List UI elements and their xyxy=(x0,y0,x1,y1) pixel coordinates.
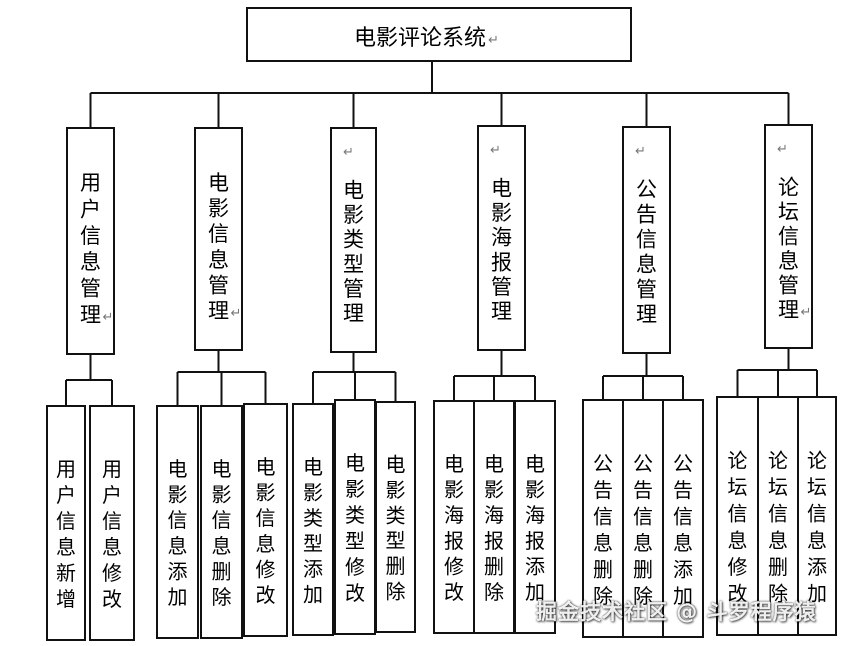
root-return-mark: ↵ xyxy=(488,33,499,48)
leaf-node: 电影信息修改 xyxy=(243,403,288,637)
leaf-box xyxy=(473,400,515,634)
watermark: 掘金技术社区 @ 斗罗程序猿 xyxy=(536,600,817,624)
module-node: 用户信息管理↵ xyxy=(66,127,115,355)
leaf-box xyxy=(200,405,243,639)
leaf-box xyxy=(797,396,837,636)
leaf-box xyxy=(334,399,376,635)
leaf-node: 电影海报修改 xyxy=(433,400,475,634)
leaf-box xyxy=(375,401,416,633)
module-label: 电影类型管理 xyxy=(343,178,364,325)
leaf-node: 用户信息新增 xyxy=(46,405,86,641)
leaf-node: 公告信息删除 xyxy=(582,399,624,638)
leaf-label: 公告信息删除 xyxy=(633,451,653,608)
module-leading-return-mark: ↵ xyxy=(777,142,788,157)
leaf-node: 电影类型删除 xyxy=(375,401,416,633)
module-node: 电影类型管理 ↵ xyxy=(330,127,377,353)
leaf-label: 用户信息修改 xyxy=(102,457,122,611)
module-box xyxy=(66,127,115,355)
leaf-node: 电影信息删除 xyxy=(200,405,243,639)
leaf-label: 电影信息添加 xyxy=(168,457,188,609)
leaf-node: 电影类型添加 xyxy=(292,403,334,636)
leaf-box xyxy=(662,399,704,638)
leaf-label: 电影海报删除 xyxy=(484,452,504,604)
leaf-box xyxy=(757,396,799,636)
leaf-node: 电影海报添加 xyxy=(514,400,556,634)
leaf-box xyxy=(243,403,288,637)
module-box xyxy=(330,127,377,353)
leaf-label: 电影海报添加 xyxy=(525,452,545,604)
leaf-node: 电影信息添加 xyxy=(156,405,199,639)
module-box xyxy=(477,125,526,351)
leaf-node: 论坛信息添加 xyxy=(797,396,837,636)
module-label: 电影信息管理 xyxy=(208,171,229,323)
leaf-label: 电影信息修改 xyxy=(256,455,276,607)
leaf-node: 公告信息添加 xyxy=(662,399,704,638)
module-leading-return-mark: ↵ xyxy=(490,143,501,158)
leaf-label: 论坛信息添加 xyxy=(807,448,827,605)
leaf-node: 电影海报删除 xyxy=(473,400,515,634)
connector-lines xyxy=(65,61,818,406)
leaf-label: 电影类型添加 xyxy=(303,455,323,607)
leaf-box xyxy=(292,403,334,636)
leaf-nodes: 用户信息新增 用户信息修改 电影信息添加 电影信息删除 电影信息修改 电影类型添加 电影类型… xyxy=(46,396,837,641)
module-node: 电影海报管理 ↵ xyxy=(477,125,526,351)
leaf-label: 公告信息删除 xyxy=(593,451,613,608)
leaf-label: 电影类型删除 xyxy=(386,453,406,604)
root-box xyxy=(246,7,632,62)
root-node: 电影评论系统 ↵ xyxy=(246,7,632,62)
module-nodes: 用户信息管理↵电影信息管理↵电影类型管理↵电影海报管理↵公告信息管理↵论坛信息管… xyxy=(66,124,813,355)
module-box xyxy=(194,127,243,351)
leaf-label: 电影类型修改 xyxy=(345,451,365,605)
module-label: 公告信息管理 xyxy=(636,178,657,327)
leaf-label: 电影海报修改 xyxy=(444,452,464,604)
module-node: 公告信息管理 ↵ xyxy=(622,126,671,354)
leaf-box xyxy=(89,405,135,641)
module-label: 用户信息管理 xyxy=(80,171,101,327)
module-node: 电影信息管理↵ xyxy=(194,127,243,351)
module-leading-return-mark: ↵ xyxy=(343,145,354,160)
leaf-label: 用户信息新增 xyxy=(56,457,76,611)
leaf-label: 电影信息删除 xyxy=(212,457,232,609)
module-trailing-return-mark: ↵ xyxy=(801,305,812,320)
module-trailing-return-mark: ↵ xyxy=(103,310,114,325)
module-label: 电影海报管理 xyxy=(491,176,512,323)
module-box xyxy=(622,126,671,354)
leaf-box xyxy=(514,400,556,634)
module-leading-return-mark: ↵ xyxy=(635,144,646,159)
leaf-label: 论坛信息删除 xyxy=(768,448,788,605)
leaf-box xyxy=(46,405,86,641)
leaf-box xyxy=(156,405,199,639)
leaf-node: 公告信息删除 xyxy=(622,399,664,638)
leaf-node: 论坛信息删除 xyxy=(757,396,799,636)
leaf-node: 电影类型修改 xyxy=(334,399,376,635)
leaf-label: 论坛信息修改 xyxy=(728,448,748,605)
module-label: 论坛信息管理 xyxy=(778,175,799,322)
leaf-label: 公告信息添加 xyxy=(673,451,693,608)
leaf-node: 论坛信息修改 xyxy=(716,396,759,636)
root-label: 电影评论系统 xyxy=(354,26,486,51)
leaf-node: 用户信息修改 xyxy=(89,405,135,641)
module-node: 论坛信息管理↵↵ xyxy=(764,124,813,349)
leaf-box xyxy=(582,399,624,638)
module-trailing-return-mark: ↵ xyxy=(231,306,242,321)
leaf-box xyxy=(622,399,664,638)
module-box xyxy=(764,124,813,349)
